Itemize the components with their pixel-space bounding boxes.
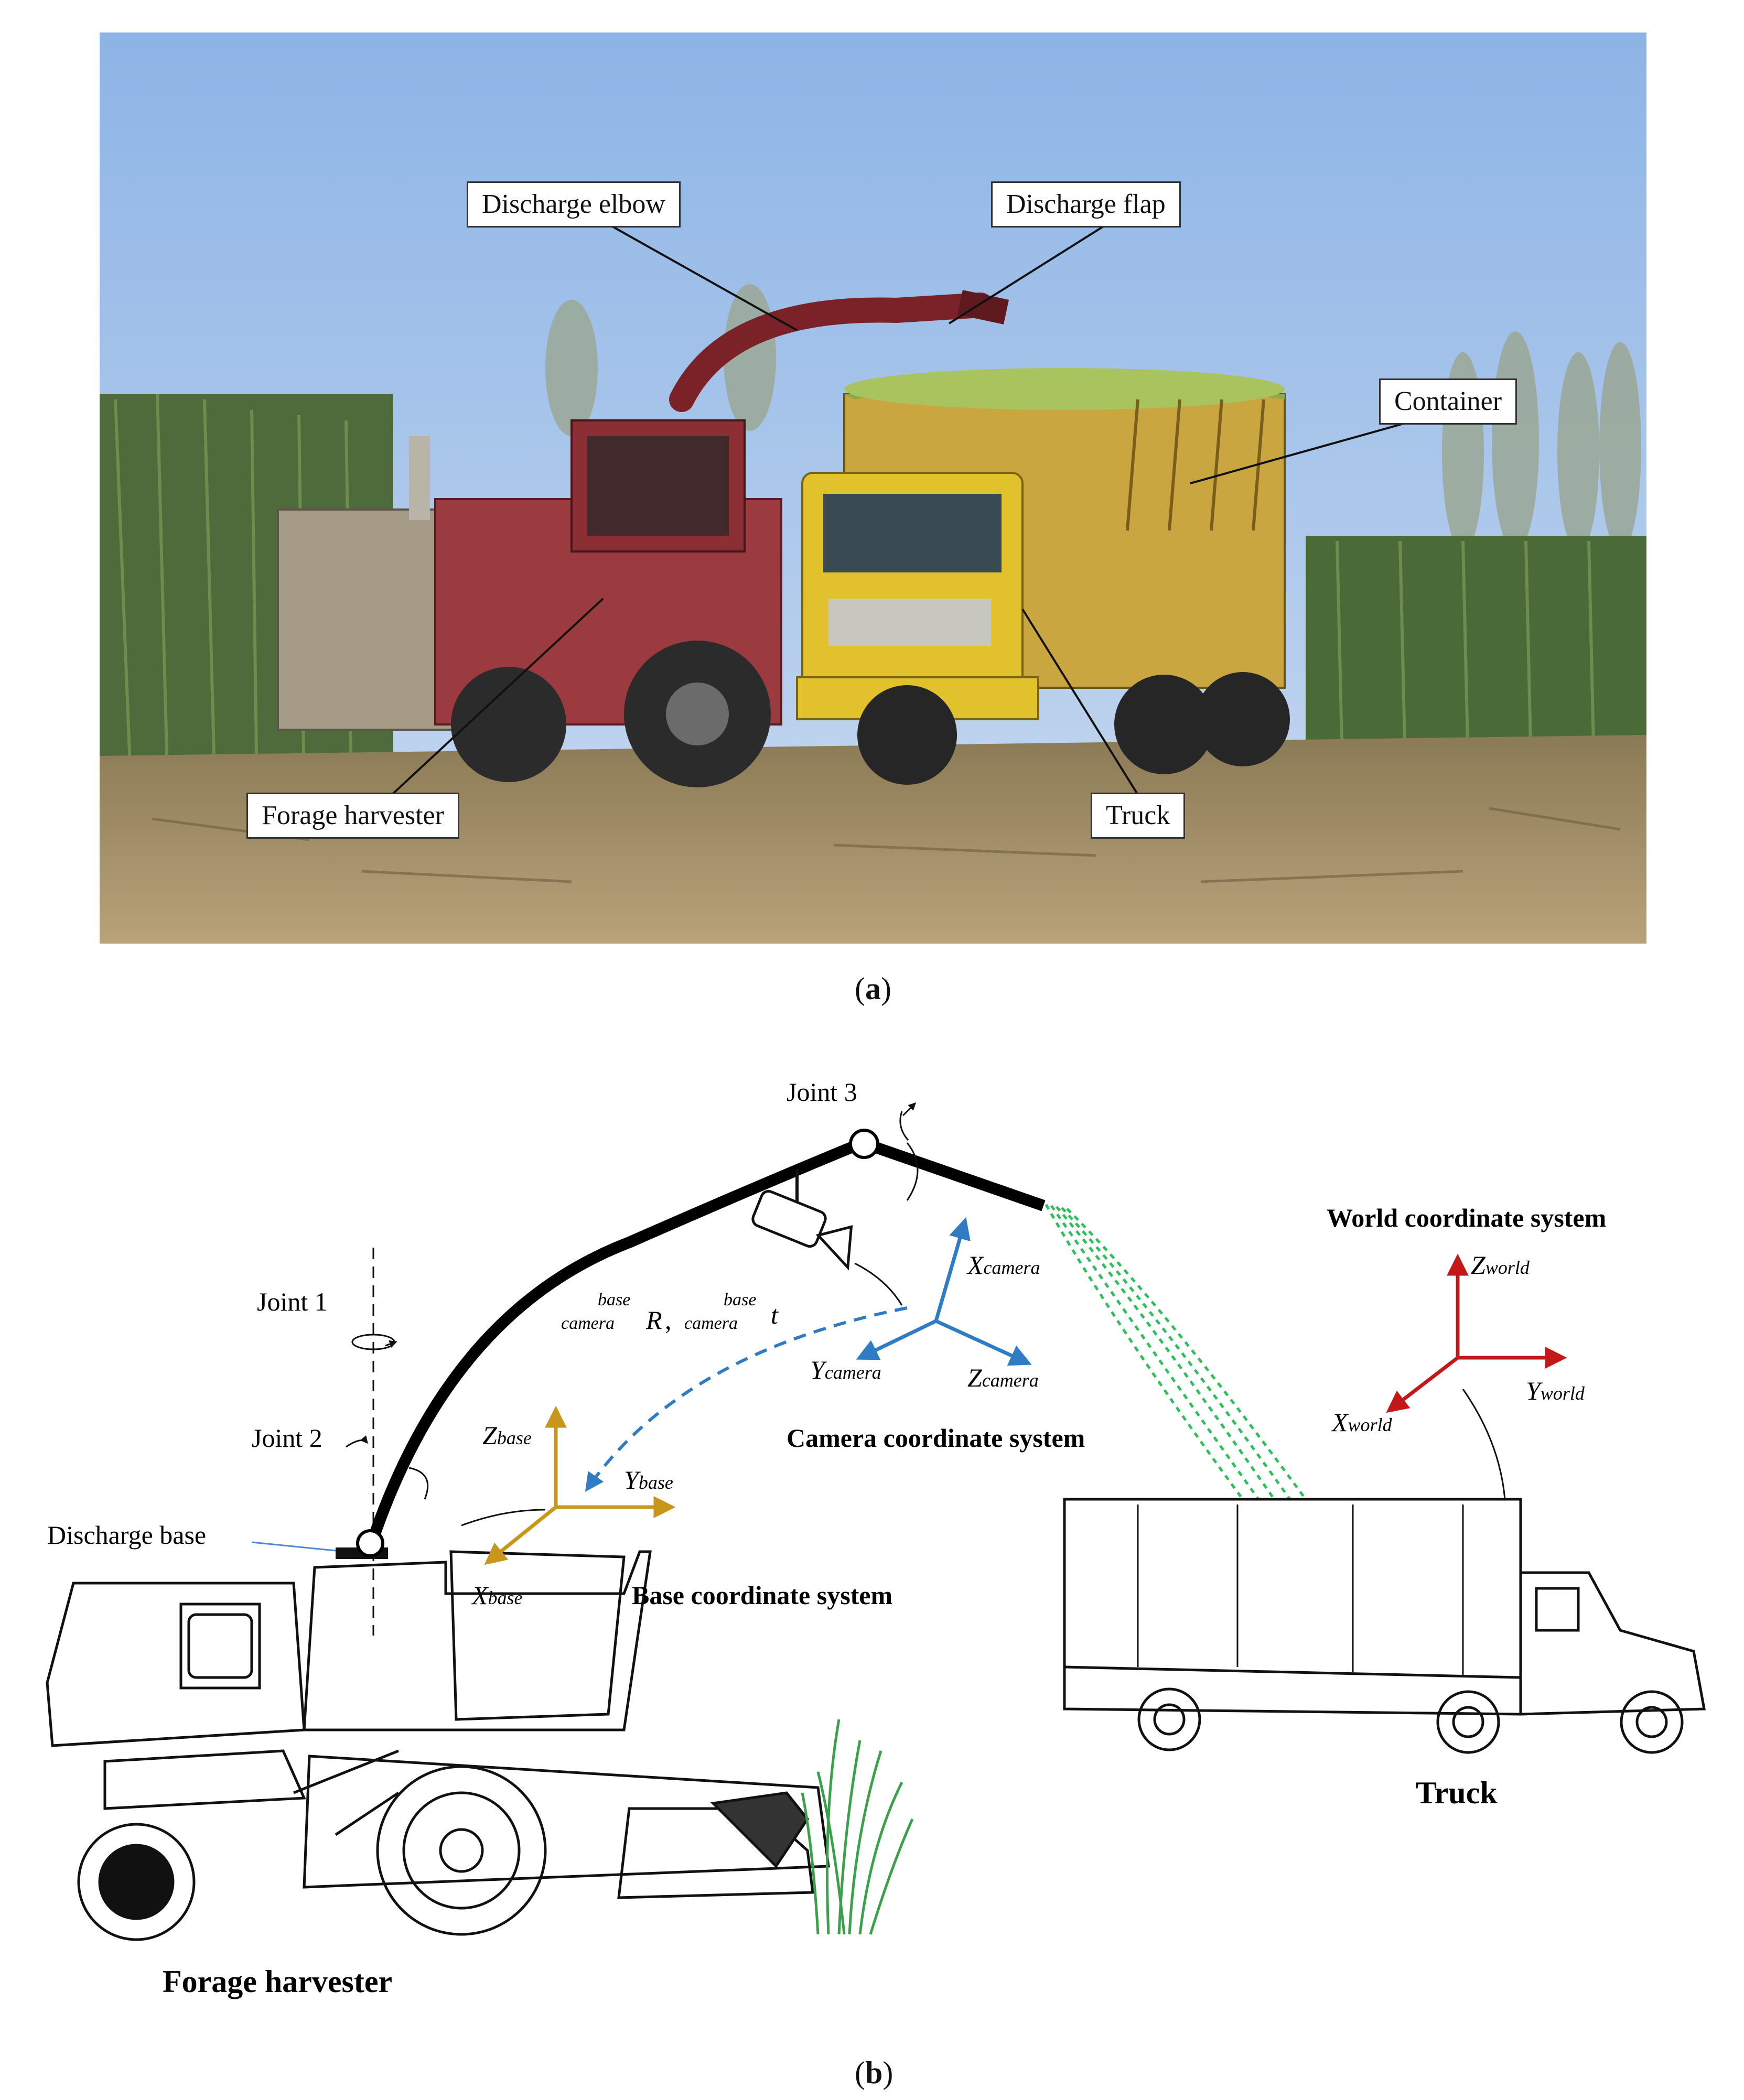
world-cs-title: World coordinate system <box>1327 1203 1606 1232</box>
joint3-circle <box>849 1129 879 1159</box>
truck-title: Truck <box>1416 1776 1498 1810</box>
discharge-base-leader <box>251 1541 336 1552</box>
discharge-base-label: Discharge base <box>47 1520 206 1550</box>
svg-text:Xcamera: Xcamera <box>966 1250 1040 1280</box>
joint1-label: Joint 1 <box>257 1287 328 1316</box>
svg-text:camera: camera <box>684 1314 738 1333</box>
camera-leader <box>854 1262 903 1306</box>
base-leader <box>461 1509 546 1527</box>
truck-drawing <box>1063 1498 1706 1754</box>
harvester-drawing <box>46 1550 830 1941</box>
joint2-circle <box>356 1529 384 1557</box>
joint3-label: Joint 3 <box>787 1077 857 1107</box>
harvester-title: Forage harvester <box>163 1964 392 1999</box>
truck-photo <box>796 368 1290 785</box>
camera-cs-title: Camera coordinate system <box>787 1423 1085 1453</box>
world-axis-labels: Zworld Yworld Xworld <box>1331 1250 1585 1437</box>
photo-panel: Discharge elbow Discharge flap Container… <box>100 33 1646 944</box>
field-scene <box>100 33 1646 944</box>
svg-text:base: base <box>598 1290 630 1309</box>
joint2-label: Joint 2 <box>252 1423 322 1453</box>
label-forage-harvester: Forage harvester <box>246 793 459 839</box>
svg-text:Zbase: Zbase <box>482 1421 532 1450</box>
svg-text:R: R <box>645 1305 662 1335</box>
svg-text:t: t <box>771 1300 779 1329</box>
grass-icon <box>801 1719 914 1935</box>
camera-axes <box>856 1217 1032 1366</box>
svg-text:Ybase: Ybase <box>624 1465 673 1495</box>
discharge-arm <box>367 1137 1046 1543</box>
caption-a: (a) <box>855 971 891 1006</box>
label-truck: Truck <box>1091 793 1186 839</box>
label-discharge-flap: Discharge flap <box>991 181 1181 228</box>
base-cs-title: Base coordinate system <box>632 1581 892 1610</box>
base-axes <box>484 1405 676 1565</box>
joint2-rotation-arrow <box>408 1467 429 1500</box>
svg-text:Zcamera: Zcamera <box>967 1363 1039 1392</box>
discharge-spray <box>1045 1204 1307 1500</box>
camera-axis-labels: Xcamera Ycamera Zcamera <box>810 1250 1040 1392</box>
svg-text:Ycamera: Ycamera <box>810 1355 881 1384</box>
svg-text:,: , <box>665 1305 672 1335</box>
camera-icon <box>751 1169 853 1271</box>
label-container: Container <box>1379 378 1517 425</box>
base-axis-labels: Zbase Ybase Xbase <box>471 1421 673 1610</box>
svg-text:Zworld: Zworld <box>1471 1250 1530 1280</box>
svg-text:Xworld: Xworld <box>1331 1408 1393 1437</box>
world-leader <box>1462 1389 1506 1500</box>
svg-text:Yworld: Yworld <box>1526 1376 1585 1405</box>
transform-arrow <box>585 1306 908 1492</box>
caption-b: (b) <box>855 2055 893 2090</box>
ground <box>100 735 1646 944</box>
svg-text:base: base <box>724 1290 756 1309</box>
svg-text:camera: camera <box>561 1314 615 1333</box>
harvester <box>277 290 1009 787</box>
svg-text:Xbase: Xbase <box>471 1581 523 1610</box>
transform-label: base camera R , base camera t <box>561 1290 779 1335</box>
joint3-rotation-arrow <box>906 1142 919 1201</box>
label-discharge-elbow: Discharge elbow <box>467 181 681 228</box>
world-axes <box>1386 1253 1567 1413</box>
